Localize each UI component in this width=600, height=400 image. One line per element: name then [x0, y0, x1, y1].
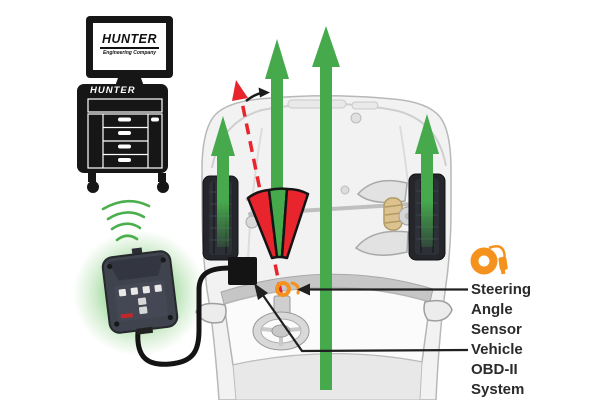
deviation-arrowhead — [232, 80, 248, 101]
module-screw — [107, 263, 113, 270]
spring-coil-line — [384, 212, 402, 216]
spring-coil-line — [384, 220, 402, 224]
console-monitor-logo: HUNTER Engineering Company — [93, 30, 166, 56]
engine-detail — [350, 112, 362, 124]
hunter-brand-text: HUNTER — [99, 33, 160, 49]
door-handle — [151, 117, 159, 122]
steering-wheel — [252, 311, 310, 351]
obd-connector-icon — [228, 257, 257, 285]
drawer-handle — [118, 158, 131, 162]
module-icon — [138, 306, 148, 315]
wifi-signal-icon — [101, 199, 151, 242]
drawer-handle — [118, 144, 131, 149]
caster-wheel — [157, 181, 169, 193]
sensor-callout-arrowhead — [297, 283, 310, 296]
module-port — [136, 326, 154, 335]
left-wheel-arrow — [211, 116, 235, 247]
module-screw — [160, 257, 166, 263]
module-brand-mark — [120, 313, 133, 319]
module-icon — [137, 297, 147, 306]
module-button — [130, 287, 139, 295]
wireless-obd-module — [101, 247, 179, 335]
lower-control-arm — [354, 230, 409, 256]
cabinet-drawer-frame — [87, 113, 163, 169]
module-screw — [114, 321, 120, 327]
console-cabinet — [77, 84, 168, 173]
correction-arrow-icon — [245, 87, 270, 102]
engine-detail — [340, 185, 350, 195]
obd-callout-arrowhead — [254, 283, 268, 300]
gauge-arrow — [265, 39, 289, 196]
toe-angle-gauge — [246, 187, 310, 260]
label-vehicle-obd-system: Vehicle OBD-II System — [471, 341, 525, 398]
module-button — [154, 284, 162, 293]
cabinet-top-panel — [87, 98, 163, 113]
module-button — [142, 285, 151, 294]
alignment-console — [77, 16, 173, 193]
caster-wheel — [87, 181, 99, 193]
caster-leg — [158, 173, 166, 182]
drawer-handle — [118, 117, 131, 122]
drawer-handle — [118, 131, 131, 135]
cabinet-brand-text: HUNTER — [90, 85, 136, 96]
caster-leg — [88, 173, 96, 182]
callout-arrows — [254, 283, 469, 353]
label-steering-angle-sensor: Steering Angle Sensor — [471, 281, 532, 338]
direction-arrows — [211, 26, 439, 390]
gauge-red-right — [280, 187, 310, 260]
obd-cable — [135, 265, 233, 367]
right-wheel-arrow — [415, 114, 439, 247]
hood-vent — [351, 101, 379, 110]
spring-coil-line — [384, 204, 402, 208]
right-mirror — [423, 299, 453, 322]
left-mirror — [195, 302, 227, 324]
module-screw — [167, 314, 173, 321]
hood-vent — [287, 99, 347, 109]
center-thrust-arrow — [312, 26, 340, 390]
sensor-coil-icon — [470, 244, 508, 275]
module-button — [118, 288, 127, 297]
module-top-shade — [108, 254, 164, 281]
console-screen — [93, 23, 166, 70]
steering-angle-sensor-icon — [275, 281, 300, 297]
hunter-brand-subtitle: Engineering Company — [102, 50, 157, 56]
